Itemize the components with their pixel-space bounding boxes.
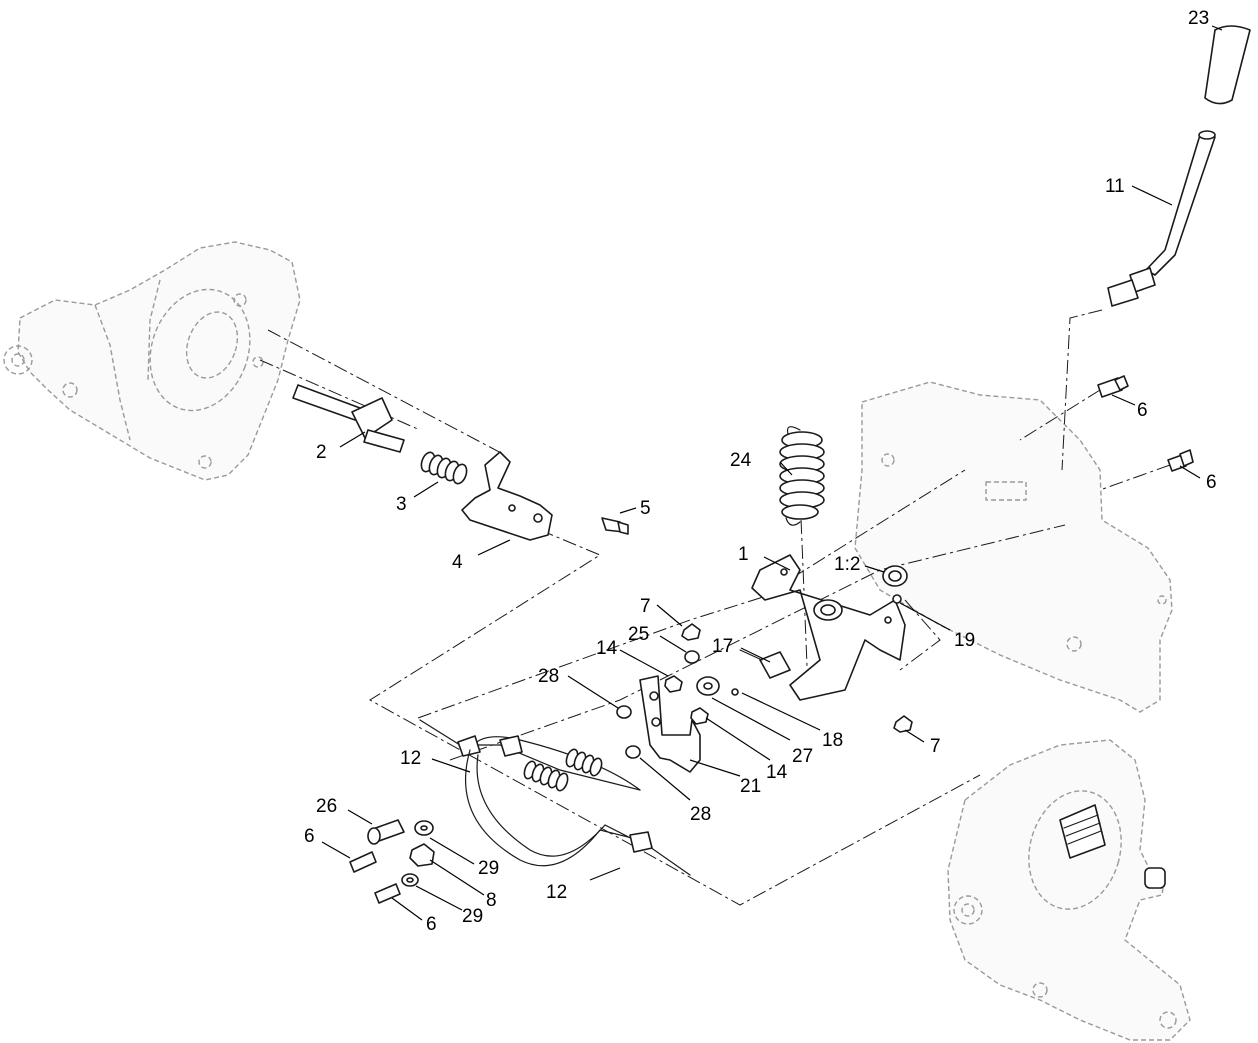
callout-7-upper: 7 bbox=[640, 596, 651, 617]
callout-29-lower: 29 bbox=[462, 906, 483, 927]
callout-labels: 23 11 6 6 24 1 1:2 19 2 3 4 5 7 25 14 17… bbox=[304, 8, 1217, 935]
callout-1: 1 bbox=[738, 544, 749, 565]
callout-17: 17 bbox=[712, 636, 733, 657]
callout-7-lower: 7 bbox=[930, 736, 941, 757]
callout-6-upper: 6 bbox=[1137, 400, 1148, 421]
bolt-6-left-lower bbox=[374, 883, 401, 904]
cable-spring-a bbox=[523, 760, 569, 792]
nut-14-lower bbox=[690, 707, 709, 725]
plunger-switch bbox=[731, 649, 791, 696]
callout-8: 8 bbox=[486, 890, 497, 911]
shift-lever bbox=[1107, 130, 1216, 307]
callout-28-upper: 28 bbox=[538, 666, 559, 687]
callout-28-lower: 28 bbox=[690, 804, 711, 825]
callout-29-upper: 29 bbox=[478, 858, 499, 879]
callout-6-left-lower: 6 bbox=[426, 914, 437, 935]
callout-19: 19 bbox=[954, 630, 975, 651]
callout-14-upper: 14 bbox=[596, 638, 618, 659]
bushing bbox=[882, 565, 908, 587]
callout-3: 3 bbox=[396, 494, 407, 515]
screw-19 bbox=[892, 594, 902, 604]
callout-26: 26 bbox=[316, 796, 337, 817]
washer-25 bbox=[684, 650, 700, 664]
callout-6-left-upper: 6 bbox=[304, 826, 315, 847]
extension-spring bbox=[779, 426, 825, 526]
callout-2: 2 bbox=[316, 442, 327, 463]
nut-14-upper bbox=[664, 675, 683, 693]
shaft bbox=[292, 384, 405, 453]
callout-11: 11 bbox=[1105, 176, 1125, 197]
callout-5: 5 bbox=[640, 498, 651, 519]
compression-spring bbox=[420, 451, 468, 485]
callout-25: 25 bbox=[628, 624, 649, 645]
callout-12-upper: 12 bbox=[400, 748, 421, 769]
callout-6-lower: 6 bbox=[1206, 472, 1217, 493]
washer-29-upper bbox=[414, 820, 434, 836]
control-cable-upper bbox=[419, 719, 641, 791]
lever-plate bbox=[639, 675, 701, 773]
pin bbox=[601, 517, 629, 535]
callout-21: 21 bbox=[740, 776, 761, 797]
right-transmission-housing bbox=[947, 739, 1191, 1041]
bolt-6-left-upper bbox=[349, 851, 377, 873]
spacer-28-lower bbox=[625, 745, 641, 759]
callout-24: 24 bbox=[730, 450, 752, 471]
pivot-bracket bbox=[751, 554, 906, 701]
mounting-plate bbox=[854, 381, 1173, 713]
left-transmission-housing bbox=[3, 241, 301, 481]
nut-7-lower bbox=[893, 715, 913, 733]
assembly-centerlines bbox=[259, 309, 1171, 906]
spacer-28-upper bbox=[616, 705, 632, 719]
bolt-lower bbox=[1167, 449, 1194, 472]
callout-18: 18 bbox=[822, 730, 843, 751]
spring-bracket bbox=[461, 451, 553, 541]
shoulder-bolt-26 bbox=[367, 819, 405, 845]
callout-1-2: 1:2 bbox=[834, 554, 860, 575]
callout-27: 27 bbox=[792, 746, 813, 767]
handle-grip bbox=[1204, 25, 1251, 105]
callout-12-lower: 12 bbox=[546, 882, 567, 903]
callout-4: 4 bbox=[452, 552, 463, 573]
leader-lines bbox=[321, 25, 1223, 921]
cable-spring-b bbox=[565, 748, 603, 777]
callout-23: 23 bbox=[1188, 8, 1209, 29]
control-cable-lower bbox=[465, 749, 691, 876]
washer-27 bbox=[696, 676, 720, 696]
bolt-upper bbox=[1097, 375, 1129, 398]
nut-7-upper bbox=[681, 623, 701, 641]
callout-14-lower: 14 bbox=[766, 762, 788, 783]
washer-29-lower bbox=[401, 873, 419, 887]
nut-8 bbox=[409, 843, 435, 867]
